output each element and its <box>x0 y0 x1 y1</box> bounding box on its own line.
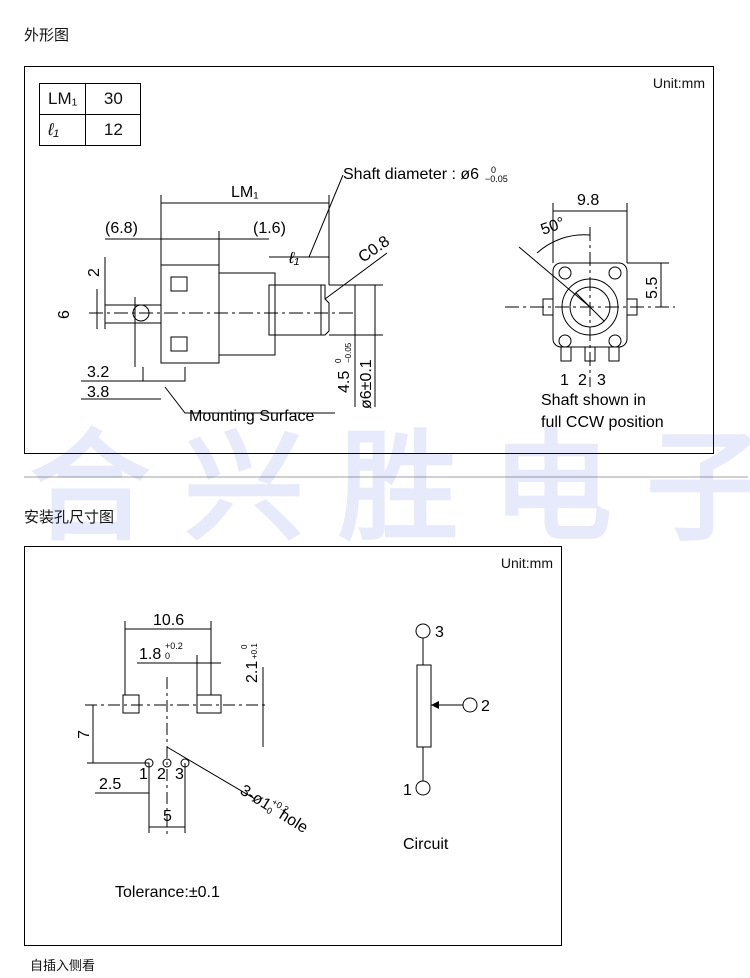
dim-1-6-label: (1.6) <box>253 220 286 237</box>
outline-drawing-panel: Unit:mm LM₁ 30 ℓ₁ 12 <box>24 66 714 454</box>
section-separator <box>24 476 748 478</box>
tolerance-label: Tolerance:±0.1 <box>115 884 220 901</box>
circuit-pin-3: 3 <box>435 624 444 641</box>
l1-dim-label: ℓ₁ <box>288 250 299 267</box>
lm-table: LM₁ 30 ℓ₁ 12 <box>38 83 142 146</box>
circuit-label: Circuit <box>403 836 449 853</box>
terminal-top <box>170 276 188 292</box>
front-mount-hole <box>608 334 622 348</box>
unit-label: Unit:mm <box>500 555 553 571</box>
mount-section-title: 安装孔尺寸图 <box>24 508 115 526</box>
angle-arc <box>536 234 591 254</box>
mount-pin-label-2: 2 <box>157 766 166 783</box>
shaft-diameter-label: Shaft diameter : ø6 <box>343 166 479 183</box>
dim-50-label: 50° <box>539 215 568 239</box>
dim-10-6-label: 10.6 <box>153 612 184 629</box>
circuit-resistor <box>416 664 432 748</box>
dim-6-label: 6 <box>56 310 73 319</box>
table-row: LM₁ 30 <box>38 83 142 115</box>
dim-9-8-label: 9.8 <box>577 192 599 209</box>
dim-3-2-label: 3.2 <box>87 364 109 381</box>
mount-pin-label-3: 3 <box>175 766 184 783</box>
wiper-arrow <box>431 701 439 709</box>
front-pin-label-1: 1 <box>560 372 569 389</box>
footer-note: 自插入侧看 <box>30 959 96 974</box>
shaft-outline <box>268 284 330 336</box>
dim-1-8-tol-upper: +0.2 <box>165 641 183 651</box>
mount-drawing: 10.6 1.8 +0.2 0 2.1 +0.1 0 7 1 2 3 2.5 5… <box>76 612 490 901</box>
circuit-pin-2: 2 <box>481 698 490 715</box>
outline-drawing: Shaft diameter : ø6 0 −0.05 LM₁ (6.8) (1… <box>56 165 675 431</box>
l1-value: 12 <box>85 114 142 146</box>
angle-ray <box>518 246 591 308</box>
chamfer-leader <box>324 252 388 300</box>
dim-4-5-label: 4.5 <box>336 371 353 393</box>
dim-2-1-label: 2.1 <box>244 661 261 683</box>
pin-hole-2 <box>162 758 172 768</box>
body-outline <box>160 264 220 364</box>
shaft-note-line-1: Shaft shown in <box>541 392 646 409</box>
lm1-dim-label: LM₁ <box>231 184 259 201</box>
table-row: ℓ₁ 12 <box>38 114 142 146</box>
shaft-note-line-2: full CCW position <box>541 414 664 431</box>
dim-2-1-tol-upper: +0.1 <box>250 643 259 659</box>
dim-2-1-tol-lower: 0 <box>240 644 249 649</box>
terminal-bottom <box>170 336 188 352</box>
lm1-label: LM₁ <box>38 83 87 115</box>
hole-tol-lower: 0 <box>265 805 275 816</box>
chamfer-label: C0.8 <box>356 233 394 266</box>
l1-label: ℓ₁ <box>38 114 87 146</box>
mount-pin-label-1: 1 <box>139 766 148 783</box>
mount-slot-right <box>196 694 222 714</box>
watermark: 合兴胜电子 <box>30 419 750 558</box>
dim-2-label: 2 <box>86 268 103 277</box>
front-pin-3 <box>608 346 620 362</box>
front-pin-label-2: 2 <box>578 372 587 389</box>
terminal-pin <box>105 297 161 367</box>
front-pin-label-3: 3 <box>597 372 606 389</box>
mounting-surface-leader <box>164 386 335 414</box>
dim-phi6-label: ø6±0.1 <box>358 359 375 409</box>
hole-label: 3-ø1+0.20 hole <box>237 779 312 836</box>
mount-tab <box>142 367 186 382</box>
hole-suffix: hole <box>272 804 311 837</box>
outline-section-title: 外形图 <box>24 26 70 44</box>
dim-5-5-label: 5.5 <box>644 277 661 299</box>
dim-6-8-label: (6.8) <box>105 220 138 237</box>
dim-2-5-label: 2.5 <box>99 776 121 793</box>
front-mount-hole <box>558 334 572 348</box>
dim-7-label: 7 <box>76 730 93 739</box>
hole-leader <box>166 746 256 800</box>
shaft-diameter-leader <box>308 174 344 258</box>
mounting-surface-label: Mounting Surface <box>189 408 315 425</box>
circuit-terminal-1 <box>415 780 431 796</box>
front-mount-hole <box>608 266 622 280</box>
mount-slot-left <box>122 694 140 714</box>
dim-3-8-label: 3.8 <box>87 384 109 401</box>
unit-label: Unit:mm <box>652 75 705 91</box>
dim-1-8-label: 1.8 <box>139 646 161 663</box>
circuit-terminal-2 <box>462 697 478 713</box>
front-mount-hole <box>558 266 572 280</box>
dim-4-5-tol-lower: −0.05 <box>344 342 353 363</box>
dim-1-8-tol-lower: 0 <box>165 651 170 661</box>
shaft-tol-upper: 0 <box>491 165 496 175</box>
mount-drawing-panel: Unit:mm <box>24 546 562 946</box>
circuit-pin-1: 1 <box>403 782 412 799</box>
circuit-terminal-3 <box>415 623 431 639</box>
front-pin-1 <box>560 346 572 362</box>
shaft-tol-lower: −0.05 <box>485 174 508 184</box>
dim-5-label: 5 <box>163 808 172 825</box>
dim-4-5-tol-upper: 0 <box>334 358 343 363</box>
bushing-outline <box>218 272 276 356</box>
